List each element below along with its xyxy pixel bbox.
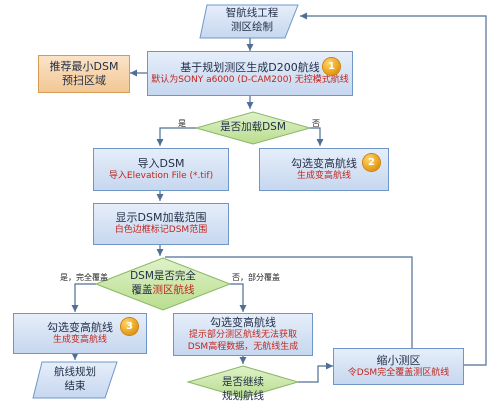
import-dsm-subtitle: 导入Elevation File (*.tif) (108, 170, 214, 181)
decision-cover-line1: DSM是否完全 (130, 270, 196, 282)
start-node: 智航线工程 测区绘制 (212, 7, 292, 34)
decision-cover-node: DSM是否完全 覆盖测区航线 (113, 270, 213, 297)
shrink-subtitle: 令DSM完全覆盖测区航线 (347, 367, 450, 378)
show-range-subtitle: 白色边框标记DSM范围 (114, 225, 208, 236)
shrink-area-box: 缩小测区 令DSM完全覆盖测区航线 (333, 348, 464, 385)
show-dsm-range-box: 显示DSM加载范围 白色边框标记DSM范围 (93, 203, 229, 245)
select-variable-route-right-box: 勾选变高航线 生成变高航线 2 (259, 148, 389, 191)
label-no-1: 否 (312, 119, 320, 128)
recommend-line1: 推荐最小DSM (49, 59, 119, 73)
start-shape (199, 4, 299, 39)
generate-route-subtitle: 默认为SONY a6000 (D-CAM200) 无控模式航线 (151, 74, 349, 85)
show-range-title: 显示DSM加载范围 (115, 211, 207, 224)
step-badge-2: 2 (363, 154, 380, 171)
select-right-title: 勾选变高航线 (291, 156, 357, 170)
select-mid-sub1: 提示部分测区航线无法获取 (188, 329, 297, 340)
select-variable-route-left-box: 勾选变高航线 生成变高航线 3 (13, 313, 147, 354)
select-left-title: 勾选变高航线 (47, 320, 113, 334)
select-mid-title: 勾选变高航线 (210, 315, 276, 329)
decision-continue-line2: 规划航线 (222, 389, 264, 402)
end-line2: 结束 (64, 379, 86, 392)
label-yes-1: 是 (178, 119, 186, 128)
start-line2: 测区绘制 (231, 20, 273, 33)
select-right-subtitle: 生成变高航线 (296, 170, 351, 181)
end-line1: 航线规划 (54, 366, 96, 378)
decision-cover-shape (94, 257, 232, 311)
decision-continue-line1: 是否继续 (222, 376, 264, 388)
label-yes-full: 是，完全覆盖 (60, 273, 108, 282)
label-no-partial: 否，部分覆盖 (232, 273, 280, 282)
generate-route-title: 基于规划测区生成D200航线 (180, 60, 320, 74)
end-shape (32, 361, 118, 399)
decision-dsm-node: 是否加载DSM (206, 121, 300, 135)
shrink-title: 缩小测区 (376, 353, 421, 367)
decision-continue-node: 是否继续 规划航线 (200, 376, 286, 403)
end-node: 航线规划 结束 (38, 366, 112, 393)
decision-cover-line2a: 覆盖 (131, 283, 153, 296)
decision-cover-line2b: 测区航线 (152, 283, 195, 296)
start-line1: 智航线工程 (225, 7, 279, 19)
select-left-subtitle: 生成变高航线 (52, 334, 107, 345)
select-mid-sub2: DSM高程数据，无航线生成 (187, 341, 299, 352)
recommend-line2: 预扫区域 (62, 74, 106, 87)
generate-route-box: 基于规划测区生成D200航线 默认为SONY a6000 (D-CAM200) … (147, 51, 353, 96)
decision-continue-shape (186, 365, 300, 399)
step-badge-1: 1 (323, 58, 340, 75)
select-variable-route-mid-box: 勾选变高航线 提示部分测区航线无法获取 DSM高程数据，无航线生成 (173, 313, 313, 356)
decision-dsm-shape (194, 111, 312, 145)
step-badge-3: 3 (121, 318, 138, 335)
import-dsm-title: 导入DSM (137, 156, 185, 170)
import-dsm-box: 导入DSM 导入Elevation File (*.tif) (93, 148, 229, 191)
recommend-dsm-box: 推荐最小DSM 预扫区域 (38, 55, 130, 93)
decision-dsm-text: 是否加载DSM (220, 121, 286, 133)
